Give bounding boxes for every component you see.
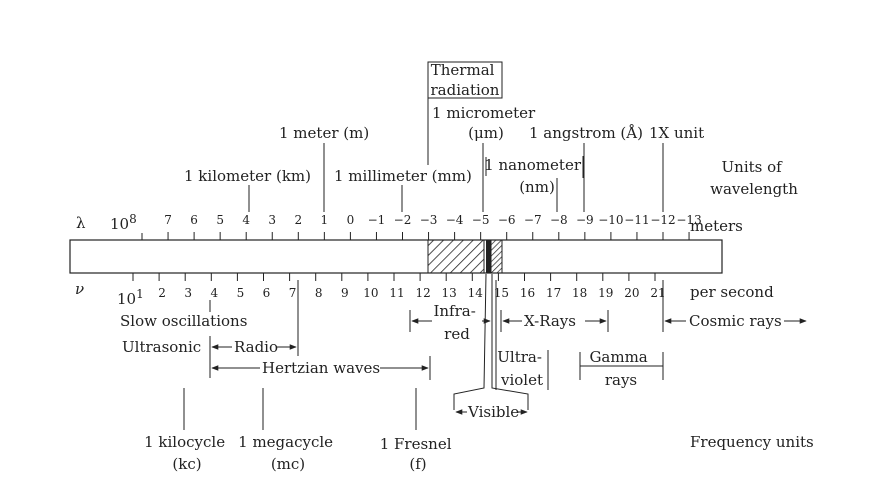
angstrom-label: 1 angstrom (Å) xyxy=(529,124,643,142)
visible-funnel-right xyxy=(491,274,529,410)
kilocycle-label: 1 kilocycle (kc) xyxy=(144,433,230,473)
slow-oscillations-label: Slow oscillations xyxy=(120,312,247,330)
thermal-radiation-label: Thermal radiation xyxy=(431,61,500,99)
wavelength-tick-label: 5 xyxy=(216,213,224,227)
hertzian-waves-label: Hertzian waves xyxy=(262,359,380,377)
wavelength-tick-label: −5 xyxy=(472,213,490,227)
infrared-region xyxy=(427,239,485,274)
frequency-tick-label: 2 xyxy=(158,286,166,300)
meter-label: 1 meter (m) xyxy=(279,124,369,142)
wavelength-tick-label: −9 xyxy=(576,213,594,227)
frequency-tick-label: 16 xyxy=(520,286,535,300)
meters-label: meters xyxy=(690,217,743,235)
wavelength-tick-label: 1 xyxy=(321,213,329,227)
frequency-tick-label: 12 xyxy=(415,286,430,300)
millimeter-label: 1 millimeter (mm) xyxy=(334,167,472,185)
per-second-label: per second xyxy=(690,283,774,301)
gamma-rays-label: Gamma rays xyxy=(589,348,652,389)
wavelength-tick-label: −2 xyxy=(394,213,412,227)
wavelength-tick-label: −12 xyxy=(650,213,675,227)
wavelength-symbol: λ xyxy=(76,214,86,232)
wavelength-tick-label: −10 xyxy=(598,213,623,227)
frequency-tick-label: 10 xyxy=(363,286,378,300)
ultraviolet-region xyxy=(490,239,503,274)
ultrasonic-label: Ultrasonic xyxy=(122,338,201,356)
fresnel-label: 1 Fresnel (f) xyxy=(380,435,457,473)
frequency-tick-label: 11 xyxy=(389,286,404,300)
infrared-label: Infra- red xyxy=(433,302,480,343)
wavelength-tick-label: −11 xyxy=(624,213,649,227)
wavelength-tick-label: 6 xyxy=(190,213,198,227)
wavelength-tick-label: −7 xyxy=(524,213,542,227)
frequency-tick-label: 21 xyxy=(650,286,665,300)
frequency-base-label: 101 xyxy=(117,287,144,308)
frequency-tick-label: 3 xyxy=(184,286,192,300)
megacycle-label: 1 megacycle (mc) xyxy=(238,433,338,473)
wavelength-tick-group: 7 6 5 4 3 2 1 0 −1 −2 −3 −4 −5 −6 −7 −8 −9 −10−11−12−13 xyxy=(141,213,702,240)
wavelength-tick-label: −3 xyxy=(420,213,438,227)
wavelength-tick-label: −13 xyxy=(676,213,701,227)
units-of-wavelength-label: Units of wavelength xyxy=(710,158,798,198)
frequency-tick-label: 15 xyxy=(494,286,509,300)
frequency-tick-label: 17 xyxy=(546,286,561,300)
frequency-tick-label: 9 xyxy=(341,286,349,300)
wavelength-base-label: 108 xyxy=(110,212,137,233)
wavelength-tick-label: −6 xyxy=(498,213,516,227)
frequency-tick-label: 8 xyxy=(315,286,323,300)
wavelength-tick-label: 4 xyxy=(242,213,250,227)
frequency-tick-label: 4 xyxy=(210,286,218,300)
wavelength-tick-label: 2 xyxy=(294,213,302,227)
wavelength-tick-label: −1 xyxy=(368,213,386,227)
cosmic-rays-label: Cosmic rays xyxy=(689,312,782,330)
wavelength-tick-label: −8 xyxy=(550,213,568,227)
frequency-tick-label: 19 xyxy=(598,286,613,300)
visible-label: Visible xyxy=(467,403,519,421)
frequency-tick-label: 20 xyxy=(624,286,639,300)
wavelength-tick-label: 3 xyxy=(268,213,276,227)
ultraviolet-label: Ultra- violet xyxy=(497,348,546,389)
micrometer-label: 1 micrometer (μm) xyxy=(432,104,540,142)
frequency-symbol: ν xyxy=(75,280,84,298)
frequency-tick-group: 2 3 4 5 6 7 8 9 10 11 12 13 14 15 16 17 18 19 20 21 xyxy=(132,273,666,300)
nanometer-label: 1 nanometer (nm) xyxy=(484,156,586,196)
wavelength-tick-label: 7 xyxy=(164,213,172,227)
frequency-tick-label: 6 xyxy=(263,286,271,300)
frequency-tick-label: 7 xyxy=(289,286,297,300)
thermal-radiation-box xyxy=(427,61,503,99)
frequency-tick-label: 5 xyxy=(237,286,245,300)
radio-label: Radio xyxy=(234,338,278,356)
kilometer-label: 1 kilometer (km) xyxy=(184,167,311,185)
x-rays-label: X-Rays xyxy=(524,312,576,330)
spectrum-bar xyxy=(69,239,723,274)
x-unit-label: 1X unit xyxy=(649,124,704,142)
wavelength-tick-label: 0 xyxy=(347,213,355,227)
frequency-units-label: Frequency units xyxy=(690,433,814,451)
frequency-tick-label: 13 xyxy=(442,286,457,300)
frequency-tick-label: 18 xyxy=(572,286,587,300)
visible-funnel xyxy=(453,273,487,410)
wavelength-tick-label: −4 xyxy=(446,213,464,227)
frequency-tick-label: 14 xyxy=(468,286,484,300)
visible-region xyxy=(486,240,491,273)
